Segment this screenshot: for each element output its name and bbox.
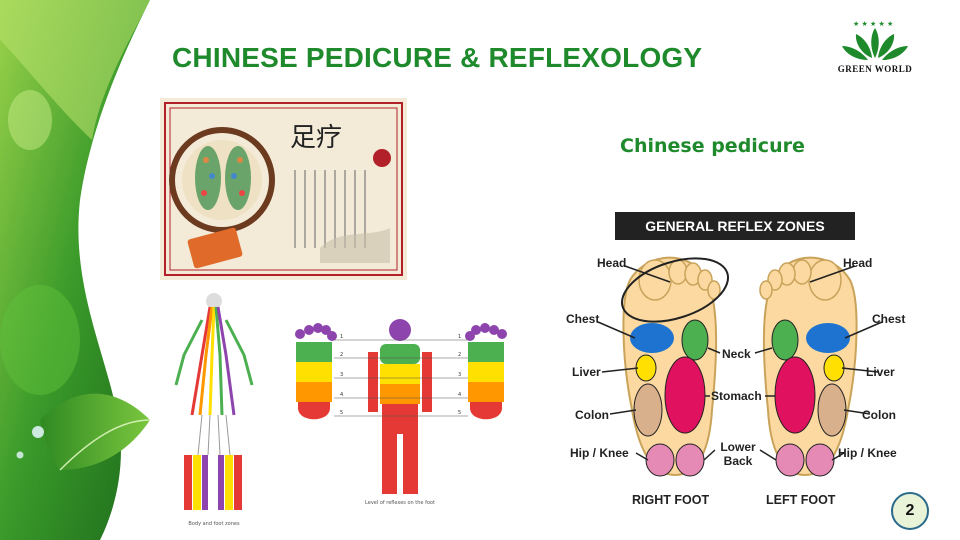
foot-massage-poster: 足疗 (160, 98, 407, 280)
green-world-logo: ★ ★ ★ ★ ★ GREEN WORLD (820, 18, 930, 78)
reflex-zones-diagram (597, 256, 883, 477)
level-number: 4 (458, 392, 461, 398)
zone-label-neck: Neck (722, 347, 751, 361)
zones-chart-title: GENERAL REFLEX ZONES (615, 212, 855, 240)
body-meridian-chart: Body and foot zones (174, 293, 254, 527)
reflex-levels-chart: 1 2 3 4 5 1 2 3 4 5 Level of reflexes on… (295, 319, 507, 506)
level-number: 2 (340, 352, 343, 358)
levels-chart-caption: Level of reflexes on the foot (365, 500, 435, 506)
zone-label-chest-right-foot: Chest (566, 312, 600, 326)
zone-label-hip-knee-right-foot: Hip / Knee (570, 446, 629, 460)
level-number: 3 (340, 372, 343, 378)
svg-text:★ ★ ★ ★ ★: ★ ★ ★ ★ ★ (853, 20, 893, 28)
poster-heading: 足疗 (290, 123, 342, 153)
zone-label-head-left-foot: Head (843, 256, 873, 270)
zone-label-colon-left-foot: Colon (862, 408, 896, 422)
zone-label-chest-left-foot: Chest (872, 312, 906, 326)
level-number: 4 (340, 392, 343, 398)
leaf-decoration (0, 0, 151, 540)
level-number: 2 (458, 352, 461, 358)
logo-text: GREEN WORLD (837, 64, 913, 74)
zone-label-hip-knee-left-foot: Hip / Knee (838, 446, 897, 460)
left-foot-label: LEFT FOOT (766, 493, 836, 507)
level-number: 3 (458, 372, 461, 378)
section-subtitle: Chinese pedicure (620, 135, 805, 157)
slide-title: CHINESE PEDICURE & REFLEXOLOGY (172, 42, 703, 73)
zone-label-stomach: Stomach (711, 389, 762, 403)
level-number: 5 (340, 410, 343, 416)
right-foot-label: RIGHT FOOT (632, 493, 710, 507)
level-number: 5 (458, 410, 461, 416)
leaf-logo-icon: ★ ★ ★ ★ ★ (842, 20, 908, 60)
body-chart-caption: Body and foot zones (188, 521, 240, 527)
page-number-badge: 2 (891, 492, 929, 530)
zone-label-liver-left-foot: Liver (866, 365, 895, 379)
zone-label-head-right-foot: Head (597, 256, 627, 270)
level-number: 1 (458, 334, 461, 340)
zone-label-liver-right-foot: Liver (572, 365, 601, 379)
zone-label-colon-right-foot: Colon (575, 408, 609, 422)
zone-label-lower-back: Lower Back (720, 440, 756, 468)
level-number: 1 (340, 334, 343, 340)
